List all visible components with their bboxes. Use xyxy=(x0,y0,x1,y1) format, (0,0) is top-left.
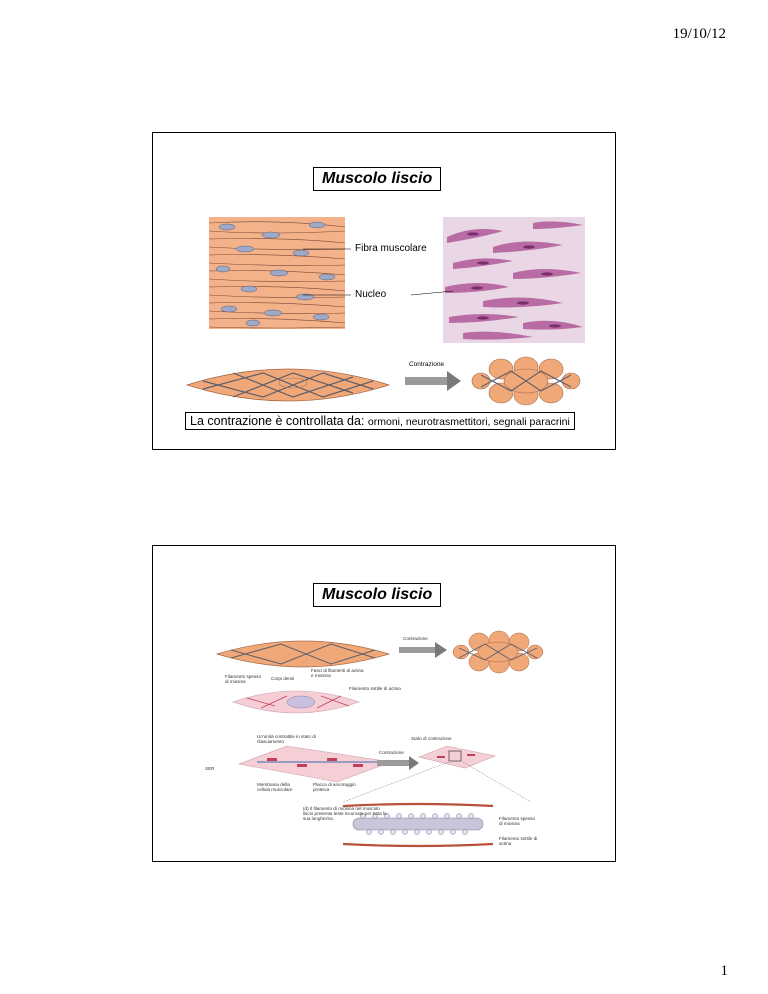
relaxed-unit-label: Un'unità contrattile in stato di rilasci… xyxy=(257,734,316,745)
contracted-unit-diagram xyxy=(418,745,497,769)
caption-detail: ormoni, neurotrasmettitori, segnali para… xyxy=(367,416,570,428)
nucleus-label: Nucleo xyxy=(355,289,387,300)
zoom-lines xyxy=(343,762,532,802)
relaxed-cell xyxy=(185,368,391,402)
slide-1-title: Muscolo liscio xyxy=(313,167,442,191)
contraction-state-label: Stato di contrazione xyxy=(411,736,452,741)
membrane-label: Membrana della cellula muscolare xyxy=(257,782,293,793)
thin-filament-label: Filamento sottile di actina xyxy=(349,686,401,691)
myosin-note: (d) Il filamento di miosina nel muscolo … xyxy=(303,806,387,822)
contraction-mid-label: Contrazione xyxy=(379,750,404,755)
contraction-arrow-3 xyxy=(377,756,419,770)
slide-2: Muscolo liscio Contrazione Filamento spe… xyxy=(152,545,616,862)
slide-1-leader-lines xyxy=(303,248,453,296)
contracted-cell xyxy=(471,356,581,406)
caption-main: La contrazione è controllata da: xyxy=(190,414,365,428)
page-number: 1 xyxy=(720,963,729,979)
contraction-top-label: Contrazione xyxy=(403,636,428,641)
cell-section-diagram xyxy=(232,690,360,714)
contracted-cell-2 xyxy=(452,630,544,674)
muscle-fiber-drawing xyxy=(209,217,345,329)
dense-bodies-label: Corpi densi xyxy=(271,676,295,681)
contraction-control-caption: La contrazione è controllata da: ormoni,… xyxy=(185,412,575,430)
histology-micrograph xyxy=(443,217,585,343)
bundle-label: Fasci di filamenti di actina e miosina xyxy=(311,668,364,679)
thick-filament-label-2: Filamento spesso di miosina xyxy=(499,816,536,827)
thin-filament-label-2: Filamento sottile di actina xyxy=(499,836,538,847)
relaxed-cell-2 xyxy=(215,640,391,668)
ser-label: SER xyxy=(205,766,215,771)
slide-2-title: Muscolo liscio xyxy=(313,583,442,607)
myosin-filament-detail xyxy=(343,802,493,848)
contraction-arrow-2 xyxy=(399,642,447,658)
fiber-label: Fibra muscolare xyxy=(355,243,427,254)
page-date: 19/10/12 xyxy=(672,26,726,42)
plaque-label: Placca di ancoraggio proteica xyxy=(313,782,356,793)
contraction-arrow xyxy=(405,371,461,391)
thick-filament-label: Filamento spesso di miosina xyxy=(225,674,262,685)
contraction-label: Contrazione xyxy=(409,361,445,368)
slide-1: Muscolo liscio xyxy=(152,132,616,450)
